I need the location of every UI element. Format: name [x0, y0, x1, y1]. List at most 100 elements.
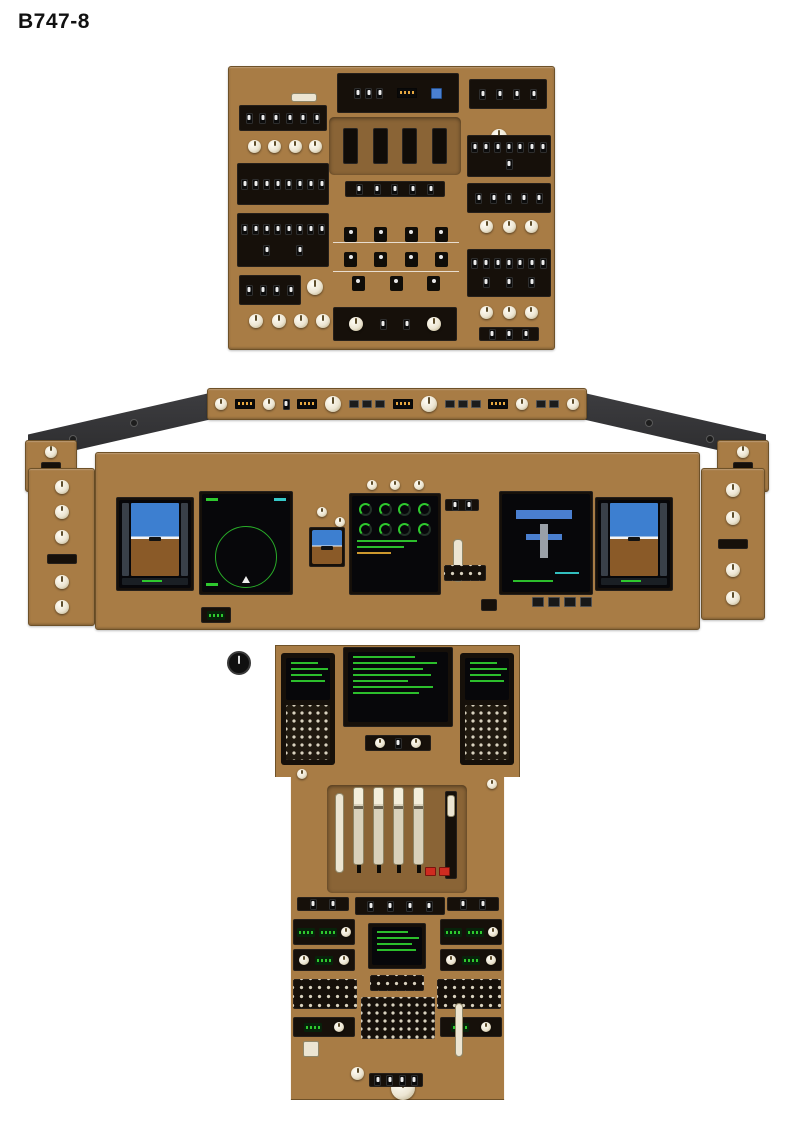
mcp-mode-button[interactable] [457, 400, 468, 408]
left-column-knob[interactable] [54, 575, 69, 590]
fuel-crossfeed-switch[interactable] [351, 276, 365, 292]
irs-annunciator[interactable] [431, 87, 442, 99]
left-audio-panel[interactable] [293, 979, 357, 1009]
flood-light-knob[interactable] [426, 317, 441, 331]
rotary-knob[interactable] [248, 139, 262, 153]
window-heat-switch[interactable] [535, 192, 543, 204]
electrical-switch[interactable] [299, 112, 307, 124]
pressurization-switch[interactable] [505, 159, 513, 171]
hydraulic-switch[interactable] [296, 178, 303, 190]
left-column-knob[interactable] [54, 504, 69, 519]
engine-start-switch[interactable] [402, 128, 418, 164]
air-cond-switch[interactable] [285, 223, 292, 235]
engine-start-switch[interactable] [431, 128, 447, 164]
mcp-mode-button[interactable] [362, 400, 373, 408]
window-heat-switch[interactable] [475, 192, 483, 204]
air-cond-switch[interactable] [263, 223, 270, 235]
air-cond-switch[interactable] [252, 223, 259, 235]
anti-ice-switch[interactable] [355, 183, 363, 195]
anti-ice-switch[interactable] [391, 183, 399, 195]
side-panel-knob[interactable] [737, 445, 749, 458]
exterior-light-switch[interactable] [471, 257, 479, 269]
bleed-switch[interactable] [273, 284, 281, 296]
mcp-mode-button[interactable] [375, 400, 386, 408]
altitude-select-knob[interactable] [420, 396, 437, 412]
rotary-knob[interactable] [524, 305, 538, 319]
display-knob[interactable] [374, 738, 385, 748]
exterior-light-switch[interactable] [494, 257, 502, 269]
hydraulic-switch[interactable] [263, 178, 270, 190]
anti-ice-switch[interactable] [427, 183, 435, 195]
thrust-lever[interactable] [393, 787, 404, 865]
exterior-light-switch[interactable] [539, 257, 547, 269]
irs-switch[interactable] [376, 87, 383, 99]
nav-knob[interactable] [446, 955, 456, 965]
pressurization-switch[interactable] [528, 141, 536, 153]
engine-start-switch[interactable] [343, 128, 359, 164]
electrical-switch[interactable] [259, 112, 267, 124]
air-cond-switch[interactable] [296, 245, 303, 257]
right-column-knob[interactable] [726, 511, 740, 525]
left-cdu-keypad[interactable] [286, 705, 330, 760]
standby-baro-knob[interactable] [335, 517, 345, 527]
temp-selector-knob[interactable] [307, 279, 323, 295]
display-select-knob[interactable] [413, 480, 424, 490]
hydraulic-switch[interactable] [318, 178, 325, 190]
rotary-knob[interactable] [502, 305, 516, 319]
mcp-mode-button[interactable] [444, 400, 455, 408]
right-column-knob[interactable] [726, 563, 740, 577]
mcp-mode-button[interactable] [470, 400, 481, 408]
fuel-pump-switch[interactable] [434, 226, 448, 242]
fuel-control-switch[interactable] [367, 900, 375, 912]
stab-trim-switch[interactable] [309, 898, 317, 910]
rotary-knob[interactable] [524, 219, 538, 233]
autopilot-button[interactable] [536, 400, 547, 408]
pressurization-switch[interactable] [539, 141, 547, 153]
irs-switch[interactable] [354, 87, 361, 99]
air-cond-switch[interactable] [263, 245, 270, 257]
window-heat-switch[interactable] [520, 192, 528, 204]
fuel-control-switch[interactable] [425, 900, 433, 912]
alternate-flap-switch[interactable] [479, 898, 487, 910]
exterior-light-switch[interactable] [528, 257, 536, 269]
fire-cutoff-button[interactable] [439, 867, 450, 876]
bleed-switch[interactable] [259, 284, 267, 296]
aileron-trim-knob[interactable] [351, 1067, 364, 1080]
electrical-switch[interactable] [286, 112, 294, 124]
center-audio-strip[interactable] [370, 975, 424, 991]
rotary-knob[interactable] [249, 314, 264, 328]
anti-ice-switch[interactable] [409, 183, 417, 195]
irs-switch[interactable] [365, 87, 372, 99]
air-cond-switch[interactable] [274, 223, 281, 235]
hf-knob[interactable] [333, 1022, 344, 1032]
pressurization-switch[interactable] [505, 141, 513, 153]
left-column-knob[interactable] [54, 529, 69, 544]
pedestal-switch[interactable] [410, 1074, 418, 1086]
ignition-switch[interactable] [522, 328, 530, 340]
rotary-knob[interactable] [316, 314, 331, 328]
rotary-knob[interactable] [480, 305, 494, 319]
bleed-switch[interactable] [245, 284, 253, 296]
side-panel-knob[interactable] [45, 445, 57, 458]
air-cond-switch[interactable] [241, 223, 248, 235]
mcp-mode-button[interactable] [349, 400, 360, 408]
fuel-pump-switch[interactable] [374, 226, 388, 242]
exterior-light-switch[interactable] [505, 277, 513, 289]
right-audio-panel[interactable] [437, 979, 501, 1009]
cargo-fire-switch[interactable] [479, 88, 486, 100]
pedestal-corner-knob[interactable] [487, 779, 497, 789]
fuel-pump-switch[interactable] [374, 251, 388, 267]
rotary-knob[interactable] [480, 219, 494, 233]
autobrake-switch[interactable] [465, 499, 473, 511]
window-heat-switch[interactable] [490, 192, 498, 204]
fuel-pump-switch[interactable] [344, 226, 358, 242]
thrust-lever[interactable] [413, 787, 424, 865]
fuel-control-switch[interactable] [406, 900, 414, 912]
hf-knob[interactable] [480, 1022, 491, 1032]
ignition-switch[interactable] [505, 328, 513, 340]
pedestal-switch[interactable] [398, 1074, 406, 1086]
autothrottle-switch[interactable] [282, 398, 290, 410]
exterior-light-switch[interactable] [505, 257, 513, 269]
pedestal-switch[interactable] [386, 1074, 394, 1086]
fuel-crossfeed-switch[interactable] [427, 276, 441, 292]
